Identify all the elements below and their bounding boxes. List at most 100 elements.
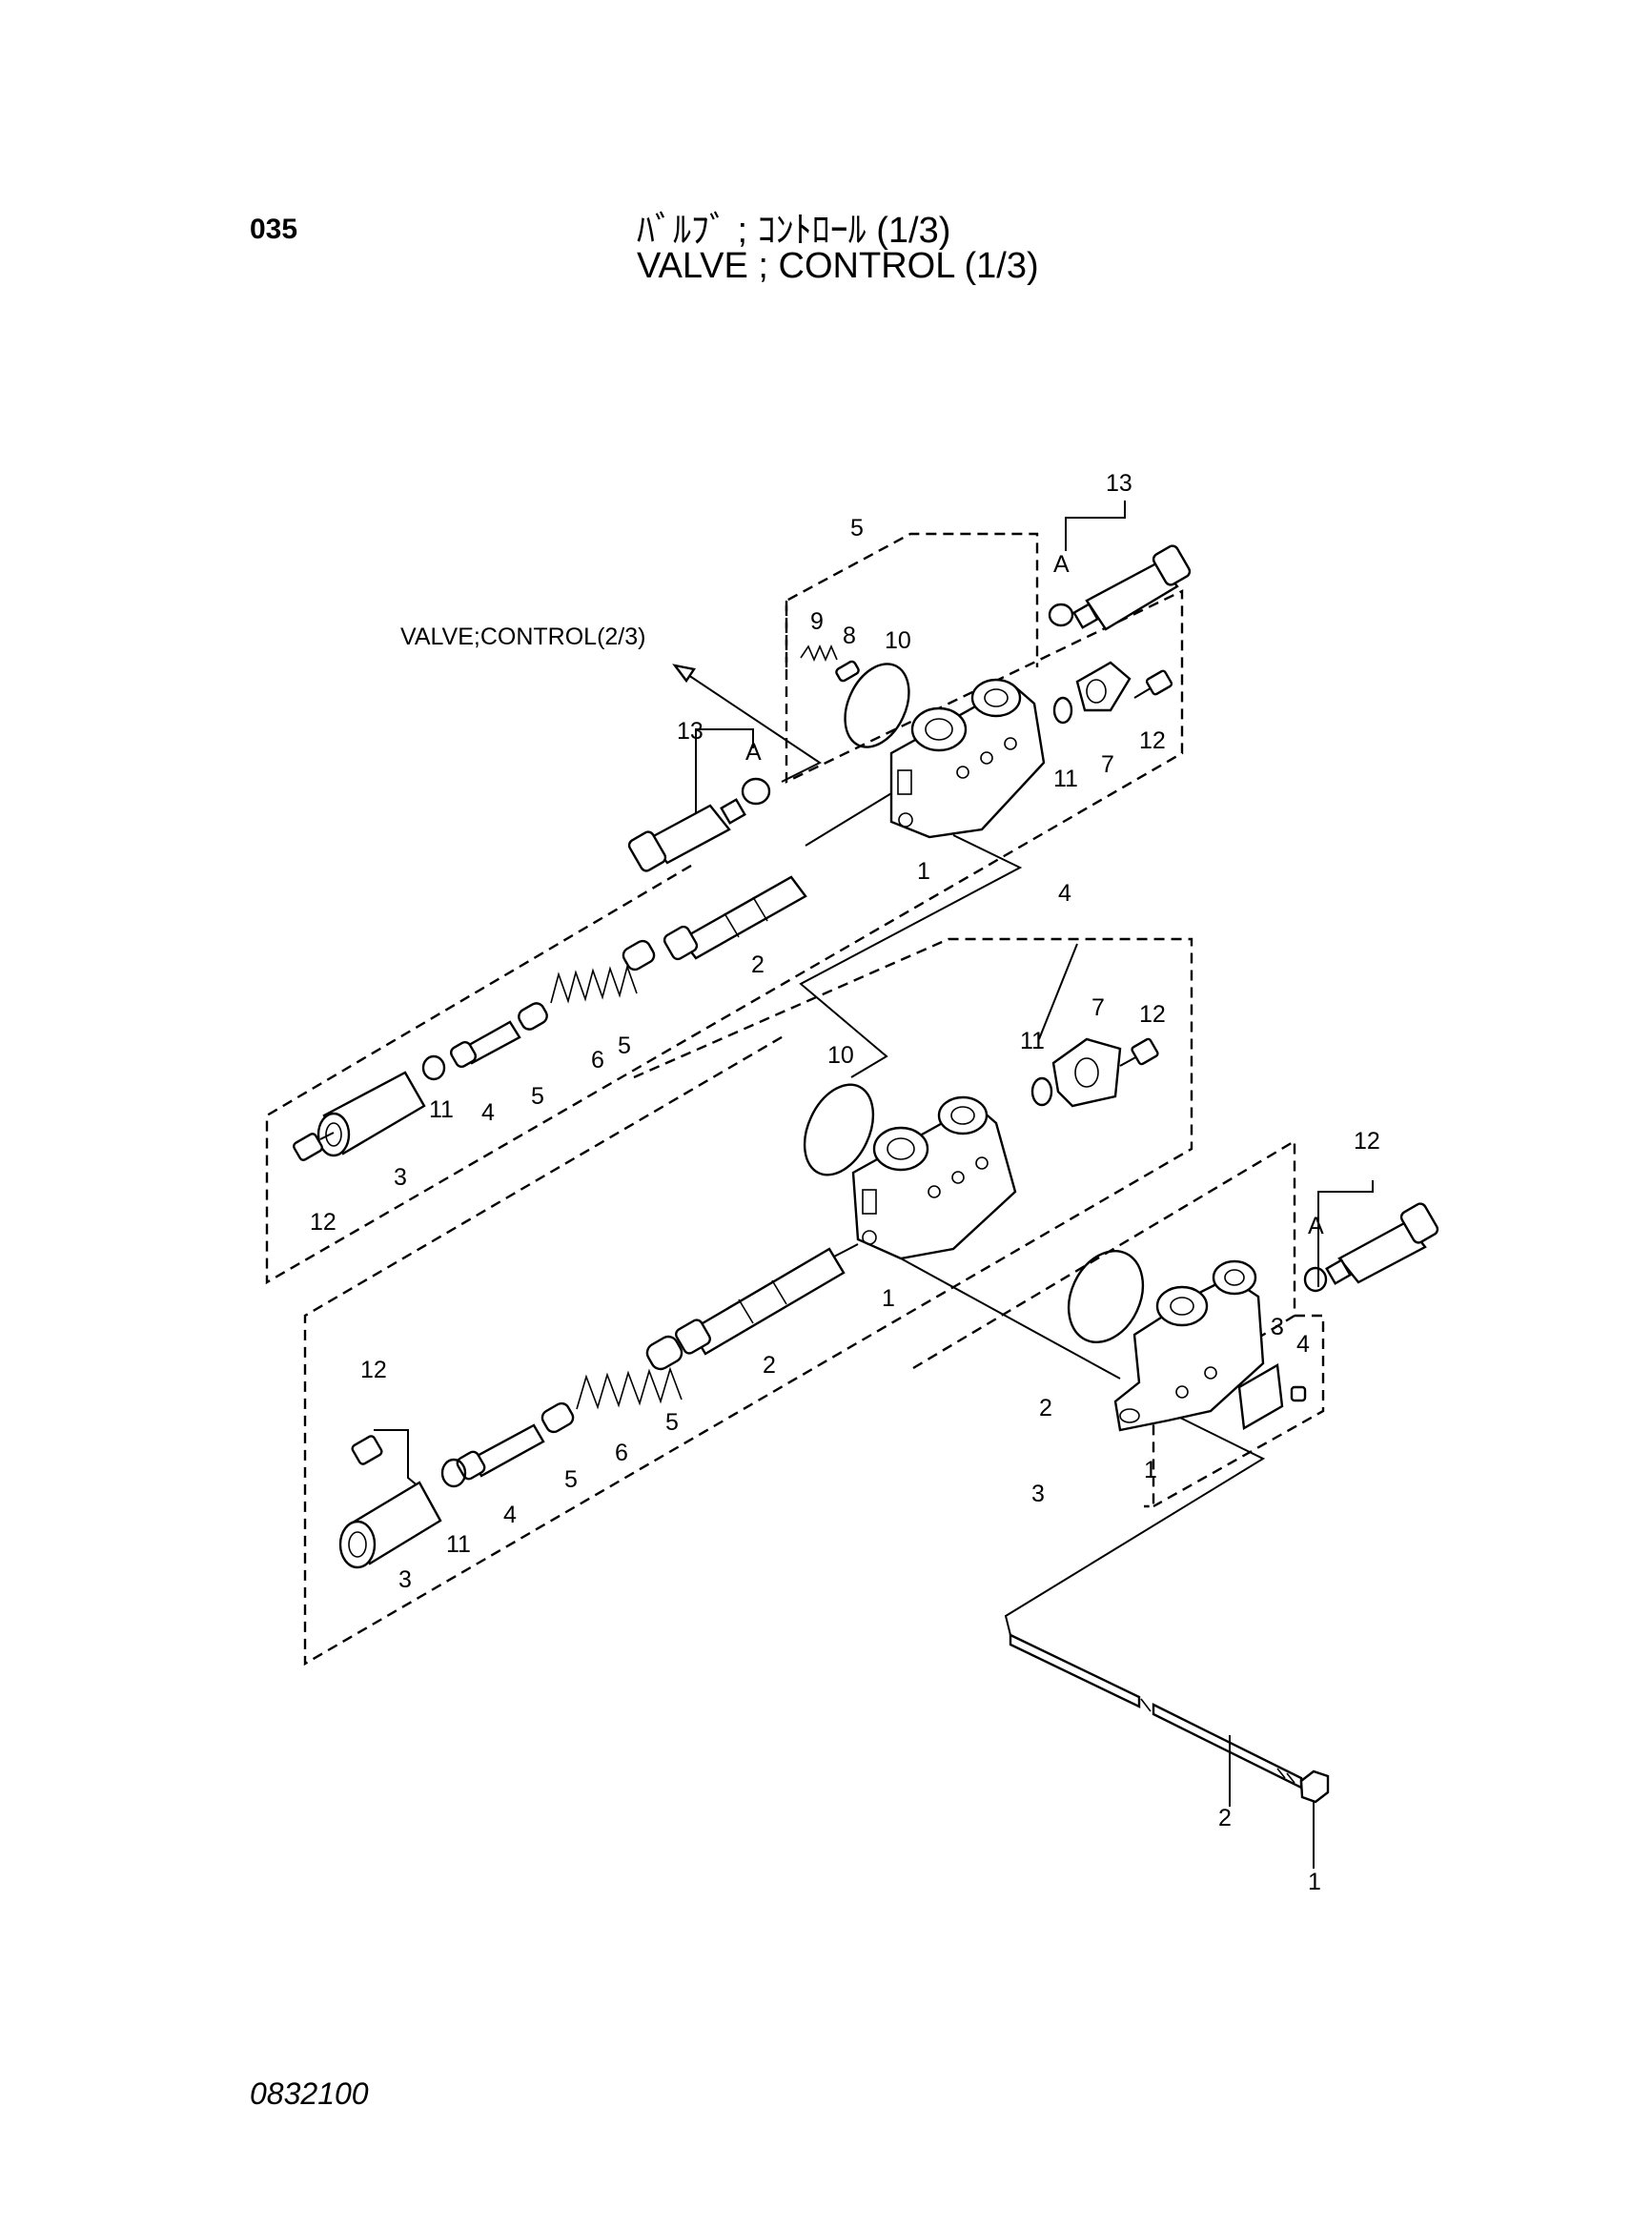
callout: 5: [531, 1083, 544, 1110]
leader-reference: [676, 666, 822, 783]
valve-body-middle: [851, 1095, 1017, 1260]
callout: 4: [503, 1502, 517, 1528]
leader-13-left: [695, 728, 754, 820]
spool-2-upper: [663, 875, 807, 961]
callout: 13: [1106, 470, 1132, 497]
callout: 2: [1039, 1395, 1052, 1421]
callout: 9: [810, 608, 824, 635]
callout: 3: [1031, 1481, 1045, 1507]
callout: 7: [1091, 994, 1105, 1021]
spring-seat-5-upper: [622, 939, 656, 971]
callout-labels: 13 A 5 9 8 10 11 7 12 13 A 1 2 5 6 5 4 1…: [310, 470, 1380, 1895]
callout: 1: [1144, 1457, 1157, 1483]
cap-3-upper: [316, 1071, 426, 1157]
valve-body-upper: [889, 678, 1046, 839]
relief-valve-13-left: [627, 798, 746, 872]
o-ring-11-middle-right: [1030, 1076, 1053, 1107]
o-ring-a-top: [1048, 603, 1074, 627]
callout: 10: [885, 627, 911, 654]
o-ring-10-middle: [803, 1083, 875, 1176]
o-ring-11-upper-right: [1052, 696, 1073, 725]
callout: A: [1053, 551, 1070, 578]
callout: 1: [882, 1285, 895, 1312]
leader-12-left-bottom: [374, 1429, 420, 1488]
callout: 8: [843, 623, 856, 649]
reference-arrowhead: [672, 664, 696, 684]
relief-valve-12-end: [1325, 1202, 1439, 1285]
spring-9: [800, 644, 838, 663]
leader-main-to-end: [900, 1258, 1121, 1380]
drawing-code: 0832100: [250, 2076, 369, 2111]
end-cover-1: [1113, 1259, 1265, 1432]
callout: 3: [1271, 1314, 1284, 1340]
callout: 3: [394, 1164, 407, 1191]
group-boundary-upper: [265, 589, 1184, 1285]
spring-seat-5-middle: [645, 1335, 683, 1371]
leader-spool-lower: [833, 1243, 859, 1258]
o-ring-a-end: [1303, 1266, 1328, 1293]
callout: 2: [751, 951, 765, 978]
o-ring-2-end: [1067, 1249, 1145, 1344]
plate-3-end: [1237, 1363, 1284, 1430]
screw-4-end: [1290, 1385, 1307, 1402]
callout: 11: [429, 1096, 454, 1123]
title-japanese: ﾊﾞﾙﾌﾞ ; ｺﾝﾄﾛｰﾙ (1/3): [637, 211, 951, 251]
callout: 5: [564, 1466, 578, 1493]
callout: A: [745, 739, 762, 766]
callout: 4: [1296, 1331, 1310, 1358]
bolt-12-upper-left: [293, 1132, 335, 1161]
callout: 2: [763, 1352, 776, 1379]
relief-valve-13-top: [1072, 544, 1192, 631]
callout: 11: [1020, 1028, 1045, 1054]
group-boundary-5: [785, 532, 1039, 667]
spring-6-middle: [576, 1366, 683, 1410]
tie-bolt-2: [1009, 1633, 1303, 1789]
spool-2-middle: [675, 1247, 846, 1356]
callout: 11: [1053, 766, 1078, 792]
callout: 5: [618, 1033, 631, 1059]
callout: 12: [1354, 1128, 1380, 1155]
cap-7-middle: [1051, 1037, 1122, 1108]
o-ring-a-left: [741, 777, 771, 806]
o-ring-10-upper: [844, 663, 910, 748]
leader-spool-upper: [805, 784, 907, 847]
spring-seat-5-upper-2: [518, 1002, 548, 1031]
nut-1: [1299, 1769, 1330, 1804]
callout: A: [1308, 1213, 1324, 1239]
callout: 12: [360, 1357, 387, 1383]
callout: 2: [1218, 1805, 1232, 1831]
leader-link-1: [799, 834, 1023, 1078]
callout: 5: [665, 1409, 679, 1436]
leader-bolt: [1004, 1417, 1266, 1636]
spring-seat-5-middle-2: [540, 1401, 575, 1434]
callout: 12: [310, 1209, 337, 1236]
bolt-12-upper-right: [1133, 669, 1173, 699]
callout: 12: [1139, 727, 1166, 754]
callout: 1: [917, 858, 930, 885]
o-ring-11-middle-left: [440, 1458, 467, 1488]
spring-6-upper: [550, 964, 638, 1004]
bolt-12-middle-right: [1119, 1037, 1159, 1067]
callout: 6: [591, 1047, 604, 1074]
stopper-4-middle: [456, 1423, 545, 1481]
callout: 5: [850, 515, 864, 542]
leader-12-top: [1317, 1180, 1374, 1287]
callout: 6: [615, 1440, 628, 1466]
cap-3-middle: [338, 1481, 442, 1569]
callout: 13: [677, 718, 704, 745]
leader-13-top: [1065, 501, 1126, 551]
callout: 4: [481, 1099, 495, 1126]
o-ring-11-upper-left: [421, 1054, 446, 1081]
callout: 12: [1139, 1001, 1166, 1028]
reference-label: VALVE;CONTROL(2/3): [400, 624, 645, 650]
callout: 11: [446, 1531, 471, 1558]
title-english: VALVE ; CONTROL (1/3): [637, 246, 1039, 286]
callout: 3: [398, 1566, 412, 1593]
leader-link-4: [1038, 943, 1078, 1040]
page-number: 035: [250, 214, 298, 245]
stopper-4-upper: [449, 1020, 521, 1069]
plug-8: [835, 660, 860, 683]
callout: 1: [1308, 1869, 1321, 1895]
